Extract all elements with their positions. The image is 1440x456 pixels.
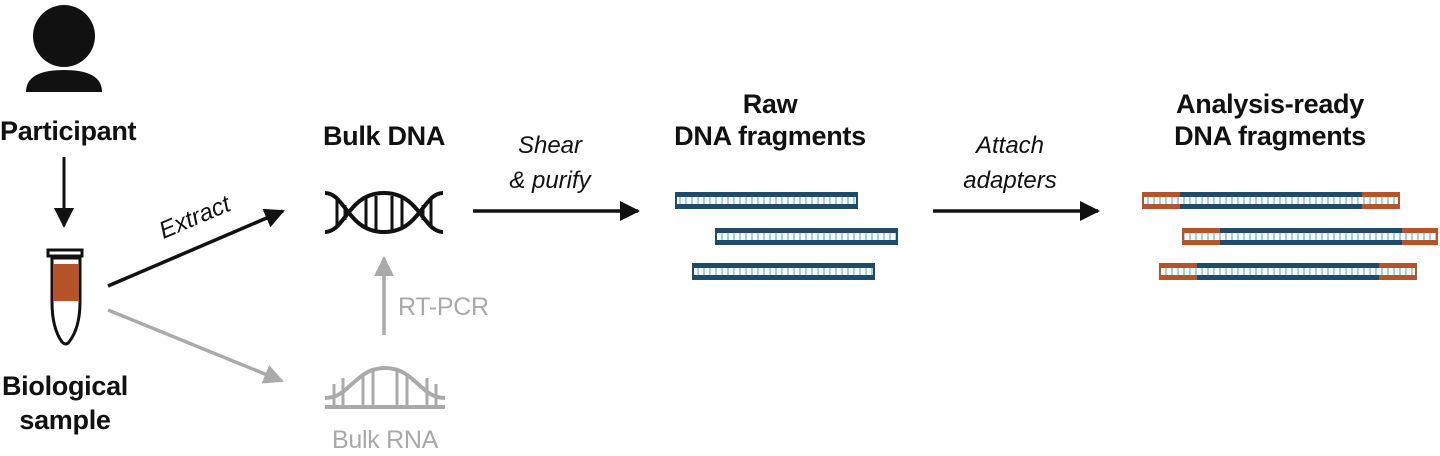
ready-label-line1: Analysis-ready: [1176, 89, 1364, 119]
raw-fragment-3: [692, 263, 875, 280]
shear-label-line1: Shear: [517, 132, 583, 159]
raw-fragment-1: [675, 192, 858, 209]
rt-pcr-label: RT-PCR: [398, 293, 489, 321]
shear-label-line2: & purify: [509, 167, 591, 194]
attach-label-line1: Attach: [975, 132, 1045, 159]
participant-label: Participant: [0, 116, 137, 146]
bulk-dna-label: Bulk DNA: [322, 121, 446, 151]
sample-tube-icon: [46, 248, 84, 346]
ready-label-line2: DNA fragments: [1174, 121, 1366, 151]
bulk-rna-label: Bulk RNA: [332, 426, 438, 454]
dna-helix-icon: [324, 190, 444, 235]
raw-fragment-2: [715, 228, 898, 245]
attach-label-line2: adapters: [963, 167, 1057, 194]
ready-fragment-3: [1159, 263, 1417, 280]
ready-fragment-2: [1182, 228, 1438, 245]
raw-label-line1: Raw: [742, 89, 798, 119]
rna-extract-arrow: [107, 308, 284, 384]
extract-arrow: [107, 208, 285, 288]
raw-label-line2: DNA fragments: [674, 121, 866, 151]
sample-label-line1: Biological: [1, 371, 128, 401]
sample-label-line2: sample: [19, 405, 111, 435]
rna-strand-icon: [324, 365, 446, 409]
person-icon: [26, 5, 102, 92]
ready-fragment-1: [1142, 192, 1400, 209]
